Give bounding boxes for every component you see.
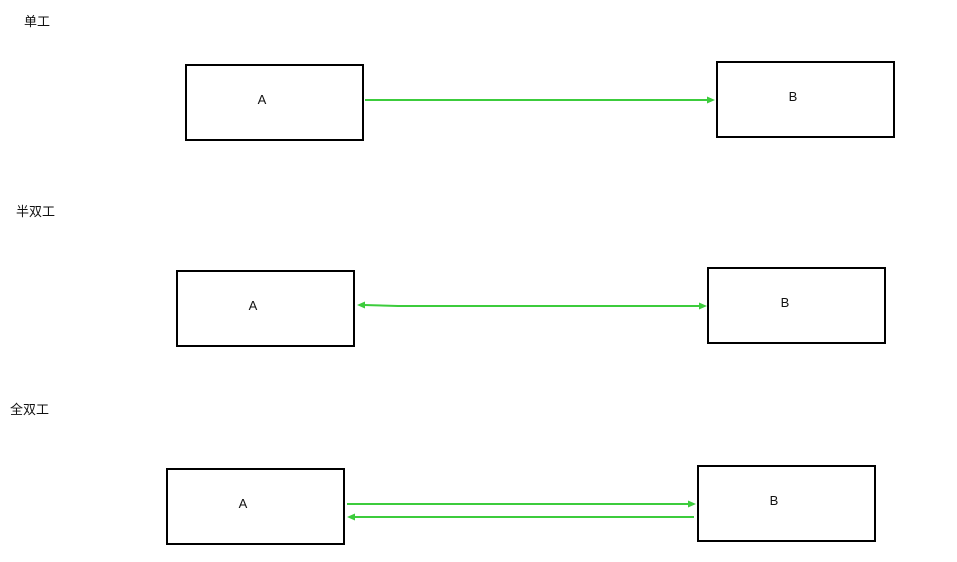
simplex-arrow-a-to-b	[365, 96, 715, 104]
simplex-node-b-box	[716, 61, 895, 138]
simplex-node-b-label: B	[789, 89, 798, 104]
full-duplex-section: 全双工 A B	[10, 402, 876, 545]
full-duplex-arrowhead-right	[688, 500, 696, 508]
half-duplex-arrowhead-right	[699, 302, 707, 310]
half-duplex-arrow-bidirectional	[357, 301, 707, 310]
half-duplex-arrowhead-left	[357, 301, 365, 309]
half-duplex-node-b: B	[707, 267, 886, 344]
half-duplex-arrow-line	[363, 304, 700, 307]
half-duplex-node-b-label: B	[781, 295, 790, 310]
full-duplex-node-b-box	[697, 465, 876, 542]
simplex-node-a: A	[185, 64, 364, 141]
simplex-arrowhead-right	[707, 96, 715, 104]
half-duplex-node-a-box	[176, 270, 355, 347]
half-duplex-node-a-label: A	[249, 298, 258, 313]
simplex-label: 单工	[24, 15, 50, 30]
half-duplex-node-a: A	[176, 270, 355, 347]
full-duplex-node-a-label: A	[239, 496, 248, 511]
full-duplex-node-b-label: B	[770, 493, 779, 508]
half-duplex-node-b-box	[707, 267, 886, 344]
full-duplex-node-b: B	[697, 465, 876, 542]
simplex-node-a-box	[185, 64, 364, 141]
full-duplex-node-a: A	[166, 468, 345, 545]
simplex-node-a-label: A	[258, 92, 267, 107]
simplex-section: 单工 A B	[24, 15, 895, 141]
full-duplex-arrow-a-to-b	[347, 500, 696, 508]
half-duplex-section: 半双工 A B	[16, 205, 886, 347]
half-duplex-label: 半双工	[16, 205, 55, 220]
simplex-node-b: B	[716, 61, 895, 138]
full-duplex-arrow-b-to-a	[347, 513, 694, 521]
full-duplex-label: 全双工	[10, 402, 49, 418]
full-duplex-arrowhead-left	[347, 513, 355, 521]
full-duplex-node-a-box	[166, 468, 345, 545]
